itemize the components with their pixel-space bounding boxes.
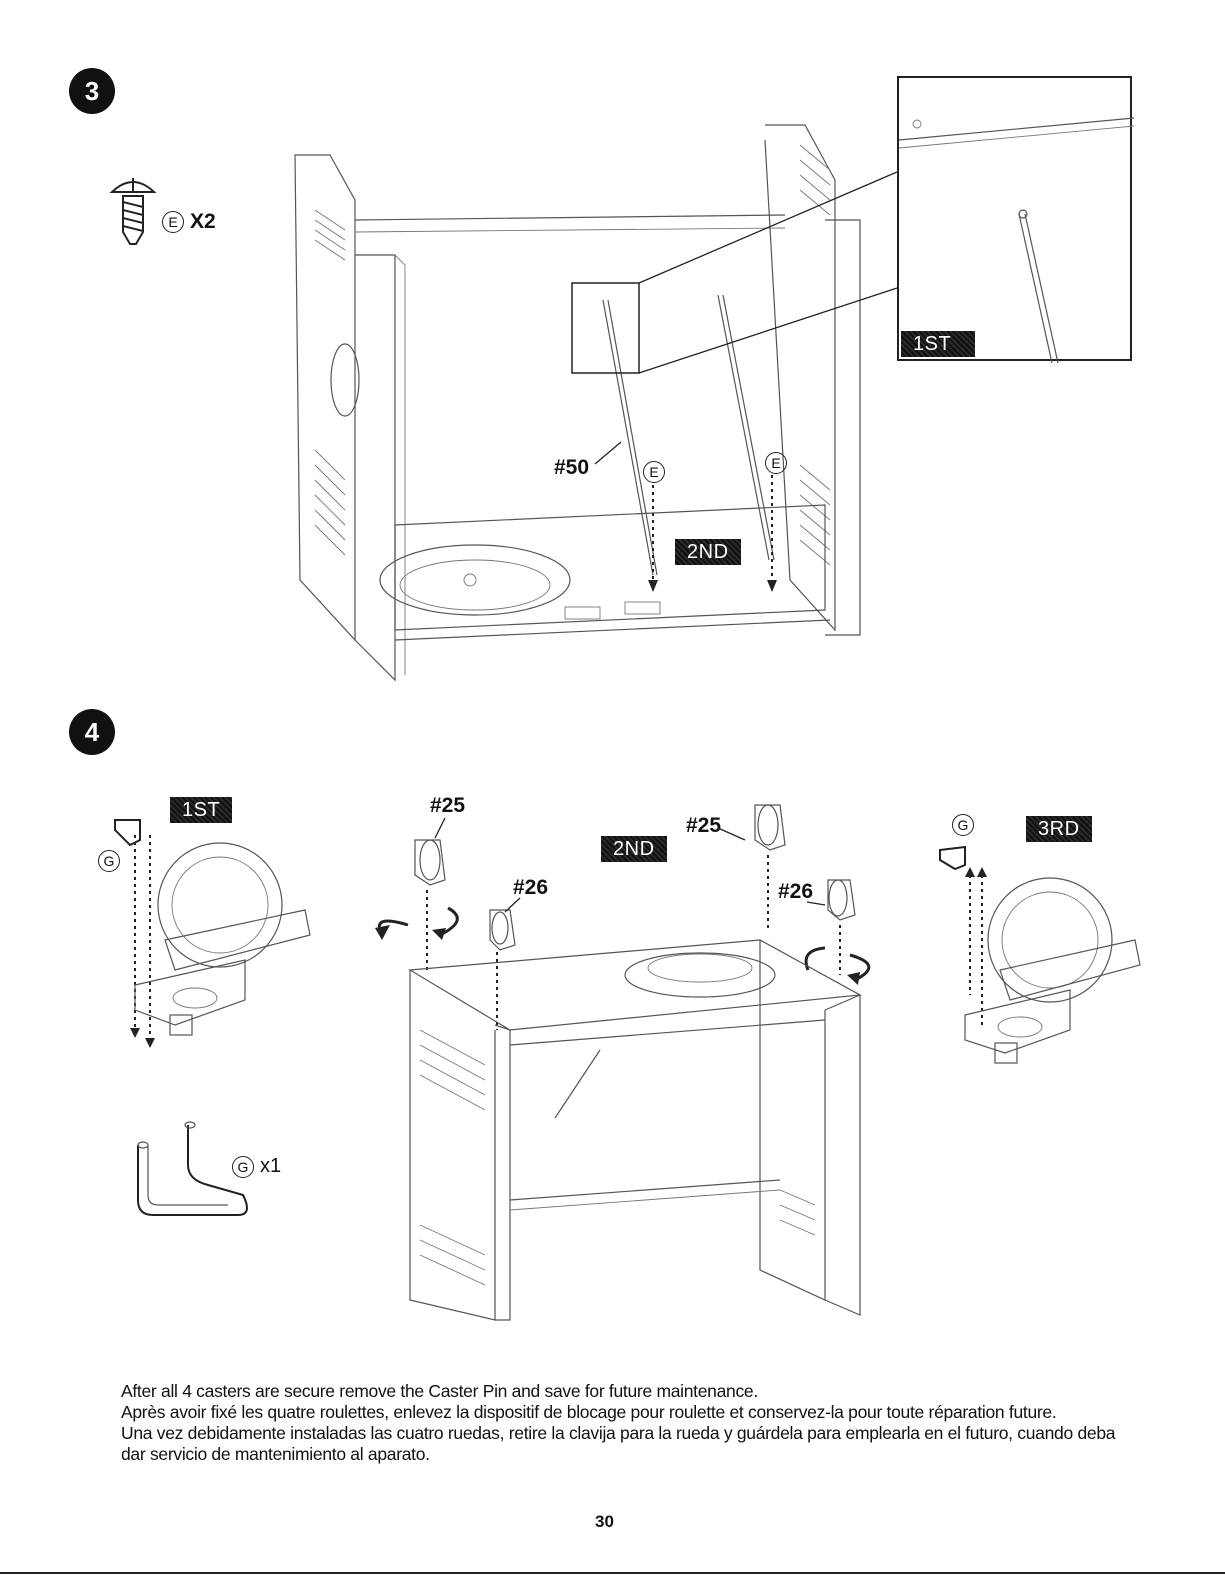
caster-ref-25-a: #25 xyxy=(430,794,466,817)
step-4-hardware-count: G x1 xyxy=(232,1155,281,1178)
step-4-number: 4 xyxy=(84,716,100,747)
step-3-badge: 3 xyxy=(69,68,115,114)
step-4-badge: 4 xyxy=(69,709,115,755)
order-tag-1st-step4: 1ST xyxy=(170,797,233,823)
fastener-label-e-2: E xyxy=(765,452,787,474)
page-number: 30 xyxy=(595,1512,614,1531)
detail-inset: 1ST xyxy=(897,76,1135,364)
part-ref-50: #50 xyxy=(554,456,590,479)
caption-spanish: Una vez debidamente instaladas las cuatr… xyxy=(121,1423,1116,1464)
fastener-label-e-1: E xyxy=(643,461,665,483)
order-tag-1st: 1ST xyxy=(901,331,975,357)
order-tag-3rd-step4: 3RD xyxy=(1026,816,1092,842)
caption-french: Après avoir fixé les quatre roulettes, e… xyxy=(121,1402,1057,1422)
screw-icon xyxy=(109,178,157,245)
cart-frame-illustration xyxy=(294,124,898,682)
hardware-quantity: X2 xyxy=(190,210,216,233)
order-tag-2nd: 2ND xyxy=(675,539,741,565)
bottom-rule xyxy=(0,1572,1225,1574)
hardware-quantity-g: x1 xyxy=(260,1155,282,1177)
caption-english: After all 4 casters are secure remove th… xyxy=(121,1381,758,1401)
caster-ref-26-b: #26 xyxy=(778,880,814,903)
caster-detail-left xyxy=(114,819,311,1048)
instruction-caption: After all 4 casters are secure remove th… xyxy=(121,1381,1141,1465)
hardware-letter-e: E xyxy=(162,211,184,233)
cart-with-casters-illustration xyxy=(375,804,871,1321)
detail-rod-illustration xyxy=(898,117,1135,364)
hardware-letter-g: G xyxy=(232,1155,254,1178)
order-tag-2nd-step4: 2ND xyxy=(601,836,667,862)
step-3-number: 3 xyxy=(84,75,100,106)
caster-ref-26-a: #26 xyxy=(513,876,549,899)
pin-label-g-left: G xyxy=(98,850,120,872)
step-3-hardware-count: E X2 xyxy=(162,210,216,234)
caster-pin-icon xyxy=(137,1121,248,1216)
pin-label-g-right: G xyxy=(952,814,974,836)
caster-ref-25-b: #25 xyxy=(686,814,722,837)
caster-detail-right xyxy=(939,845,1141,1064)
